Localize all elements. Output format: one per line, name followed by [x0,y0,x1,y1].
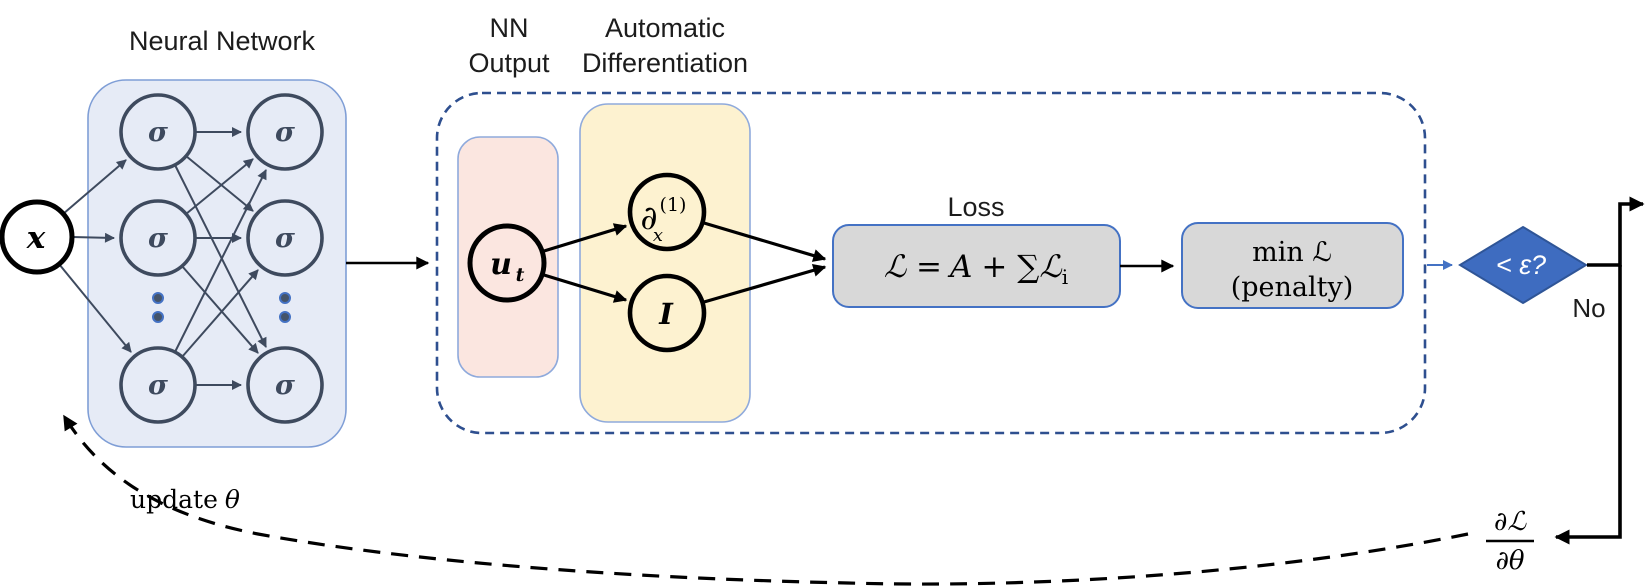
autodiff-block: ∂ (1) x I [579,103,751,423]
decision-block: < ε? No [1458,225,1606,323]
partial-derivative-subscript: x [653,225,663,246]
sigma-neuron [119,346,197,424]
input-node-label: x [26,220,46,256]
sigma-neuron [246,93,324,171]
sigma-neuron [119,93,197,171]
gradient-fraction: ∂ℒ ∂θ [1486,507,1534,576]
yes-exit-path [1587,196,1645,267]
min-box-line2: (penalty) [1231,272,1354,303]
min-box [1181,222,1404,309]
ut-node-label: u [490,247,512,282]
loss-formula-lhs: ℒ = [884,249,942,285]
sigma-neuron [246,346,324,424]
autodiff-title-line1: Automatic [605,13,725,43]
theta-symbol: θ [225,485,240,514]
loss-formula-subscript-i: i [1062,265,1068,289]
sigma-label: σ [148,117,168,148]
identity-node-label: I [658,297,674,331]
edge-l1-r2 [185,155,254,212]
no-branch-label: No [1572,293,1605,323]
autodiff-box [579,103,751,423]
identity-node [627,273,707,353]
dot [279,311,291,323]
edge-x-h3 [58,263,132,353]
loss-formula: ℒ =A+ ∑ℒi [884,249,1068,289]
loss-box [832,224,1121,308]
arrow-identity-to-loss [703,264,827,304]
neural-network-title: Neural Network [129,26,316,56]
sigma-label: σ [148,370,168,401]
loss-formula-sum-term: + ∑ℒ [981,249,1062,285]
sigma-labels: σ σ σ σ σ σ [148,117,295,401]
nn-output-title-line2: Output [468,48,550,78]
arrow-ut-to-identity [543,273,628,303]
edge-l2-r1 [185,158,254,215]
edge-l1-r3 [174,164,267,348]
sigma-label: σ [275,223,295,254]
no-feedback-path [1554,265,1622,545]
dot [152,311,164,323]
nn-output-title-line1: NN [490,13,529,43]
gradient-numerator: ∂ℒ [1494,507,1527,537]
loss-block: ℒ =A+ ∑ℒi [832,224,1121,308]
partial-derivative-superscript: (1) [660,194,687,216]
edge-l3-r1 [174,169,267,353]
sigma-neuron [246,199,324,277]
sigma-label: σ [275,370,295,401]
ut-node-subscript: t [516,264,525,286]
edge-x-h1 [62,159,127,215]
loss-title: Loss [947,192,1004,222]
dot [279,292,291,304]
partial-derivative-node [627,172,707,252]
sigma-neurons [119,93,324,424]
update-word: update [130,485,218,514]
minimization-block: min ℒ (penalty) [1181,222,1404,309]
gradient-denominator: ∂θ [1495,546,1524,576]
ellipsis-dots [152,292,291,323]
edge-l3-r2 [181,269,259,358]
input-edges [58,159,132,353]
autodiff-title-line2: Differentiation [582,48,748,78]
decision-diamond [1458,225,1588,305]
nn-output-block: u t [457,136,559,378]
partial-derivative-label: ∂ [640,198,657,237]
hidden-edges [174,127,267,390]
edge-l2-r3 [181,265,259,354]
decision-label: < ε? [1496,250,1546,280]
sigma-label: σ [275,117,295,148]
neural-network-block: σ σ σ σ σ σ x [0,79,347,448]
arrow-ut-to-partial [543,223,628,253]
dot [152,292,164,304]
sigma-label: σ [148,223,168,254]
ut-node [467,223,547,303]
loss-formula-script-A: A [947,249,972,285]
input-node [0,199,75,275]
update-theta-feedback-curve [62,414,1469,586]
arrow-partial-to-loss [703,221,827,262]
sigma-neuron [119,199,197,277]
min-box-line1: min ℒ [1252,237,1332,268]
edge-x-h2 [71,232,115,243]
